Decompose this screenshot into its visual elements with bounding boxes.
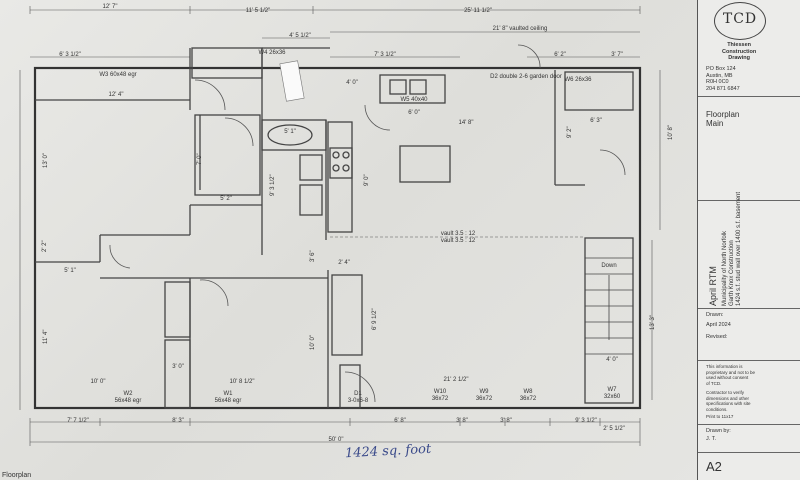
window-w3: W3 60x48 egr [99,72,137,78]
window-w1: W1 56x48 egr [214,391,242,404]
dim-6-2: 6' 2" [554,52,566,58]
dim-11-4: 11' 4" [43,329,49,344]
dim-7-0: 7' 0" [197,153,203,165]
dim-6-3b: 6' 3" [590,118,602,124]
window-w10: W10 36x72 [431,389,449,402]
dim-9-2: 9' 2" [567,126,573,138]
dim-3-8b: 3' 8" [500,418,512,424]
window-w5: W5 40x40 [400,97,428,103]
dim-top-4: 4' 5 1/2" [289,33,311,39]
contractor-note: Contractor to verify dimensions and othe… [706,390,751,412]
dim-top-2: 11' 5 1/2" [245,8,271,14]
divider [698,360,800,361]
title-block: TCD Thiessen Construction Drawing PO Box… [697,0,800,480]
dim-9-3: 9' 3 1/2" [270,174,276,196]
divider [698,424,800,425]
dim-10-8b: 10' 8 1/2" [229,379,255,385]
drawn-by-label: Drawn by: [706,428,731,434]
divider [698,452,800,453]
dim-3-7: 3' 7" [611,52,623,58]
dim-10-0: 10' 0" [90,379,106,385]
company-name: Thiessen Construction Drawing [722,42,757,61]
dim-13-0: 13' 0" [43,153,49,168]
dim-6-3: 6' 3 1/2" [59,52,81,58]
company-address: PO Box 124 Austin, MB R0H 0C0 204 871 68… [706,66,740,92]
sheet-number: A2 [706,459,722,474]
drawn-label: Drawn: [706,312,724,318]
dim-13-3: 13' 3" [650,315,656,330]
dim-9-0: 9' 0" [364,174,370,186]
window-w9: W9 36x72 [475,389,493,402]
dim-2-2: 2' 2" [42,240,48,252]
window-w2: W2 56x48 egr [114,391,142,404]
window-w7: W7 32x60 [603,387,621,400]
note-vault-a: vault 3.5 : 12 [440,231,476,237]
note-vault-b: vault 3.5 : 12 [440,238,476,244]
dim-top-3: 25' 11 1/2" [464,8,492,14]
dim-14-8: 14' 8" [458,120,474,126]
window-w6: W6 26x36 [564,77,592,83]
dim-4-0b: 4' 0" [606,357,618,363]
dim-12-4: 12' 4" [108,92,124,98]
dim-top-1: 12' 7" [102,4,118,10]
dim-4-0a: 4' 0" [346,80,358,86]
dim-5-1b: 5' 1" [64,268,76,274]
dim-6-0: 6' 0" [408,110,420,116]
proprietary-disclaimer: This information is proprietary and not … [706,364,756,386]
dim-8-3: 8' 3" [172,418,184,424]
logo-text: TCD [722,11,758,27]
dim-10-0v: 10' 0" [310,335,316,350]
dim-5-1a: 5' 1" [284,129,296,135]
dim-7-7: 7' 7 1/2" [67,418,89,424]
dim-10-8a: 10' 8" [668,125,674,140]
tcd-logo: TCD [714,2,766,40]
dim-2-4: 2' 4" [338,260,350,266]
project-name: April RTM [708,266,718,306]
dim-6-9: 6' 9 1/2" [372,308,378,330]
dim-3-8a: 3' 8" [456,418,468,424]
print-note: Print to 11x17 [706,414,734,419]
divider [698,308,800,309]
dim-2-5: 2' 5 1/2" [603,426,625,432]
floorplan-footer-label: Floorplan [2,472,32,479]
door-d2: D2 double 2-6 garden door [490,74,562,80]
divider [698,200,800,201]
dim-5-2: 5' 2" [220,196,232,202]
dim-50-0: 50' 0" [328,437,344,443]
dim-3-0: 3' 0" [172,364,184,370]
dim-9-3b: 9' 3 1/2" [575,418,597,424]
window-w4: W4 26x36 [258,50,286,56]
door-d1: D1 3-0x6-8 [347,391,369,404]
dim-6-8: 6' 8" [394,418,406,424]
drawn-by-name: J. T. [706,436,716,442]
divider [698,96,800,97]
floor-plan-drawing [19,6,661,446]
project-details: Municipality of North Norfolk Garth Knox… [722,191,742,306]
revised-label: Revised: [706,334,728,340]
stairs-down-label: Down [601,263,617,269]
dim-vaulted: 21' 8" vaulted ceiling [492,26,548,32]
drawn-date: April 2024 [706,322,731,328]
dim-3-6: 3' 6" [310,250,316,262]
window-w8: W8 36x72 [519,389,537,402]
dim-21-2: 21' 2 1/2" [443,377,469,383]
dim-7-3: 7' 3 1/2" [374,52,396,58]
sheet-title: Floorplan Main [706,110,740,128]
